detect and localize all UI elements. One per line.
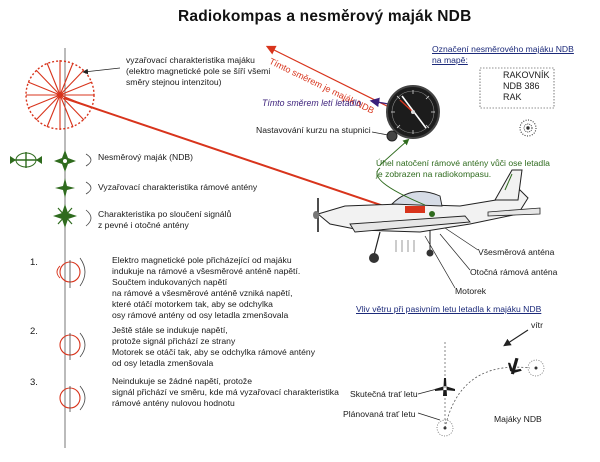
wind-drift-diagram [435, 329, 545, 437]
step3-line: Neindukuje se žádné napětí, protože [112, 376, 252, 386]
label-vyzarovaci-3: směry stejnou intenzitou) [126, 77, 222, 87]
step2-diagram [59, 332, 86, 360]
step1-number: 1. [30, 257, 38, 268]
step1-diagram [56, 257, 86, 288]
pointer-line [417, 388, 438, 395]
map-symbol-box [479, 67, 555, 137]
map-label-rakovnik: RAKOVNÍK [503, 70, 550, 80]
label-oznaceni: Označení nesměrového majáku NDB [432, 44, 574, 54]
label-oznaceni-2: na mapě: [432, 55, 468, 65]
step1-line: Součtem indukovaných napětí [112, 277, 228, 287]
combined-pattern [53, 204, 77, 228]
label-skutecna: Skutečná trať letu [350, 389, 418, 399]
pointer-line [424, 235, 456, 289]
loop-antenna-pattern-1 [54, 150, 76, 172]
label-nastavovani: Nastavování kurzu na stupnici [256, 125, 371, 135]
map-label-rak: RAK [503, 92, 522, 102]
pointer-line [371, 131, 389, 136]
label-vyzarovaci: vyzařovací charakteristika majáku [126, 55, 255, 65]
step3-diagram [59, 385, 86, 412]
arrow-to-compass [379, 138, 410, 166]
step1-line: Elektro magnetické pole přicházející od … [112, 255, 292, 265]
pointer-line [444, 227, 479, 251]
loop-antenna-pattern-2 [55, 178, 75, 198]
arrow-curve [85, 153, 92, 167]
step1-line: osy rámové antény od osy letadla zmenšov… [112, 310, 289, 320]
arrow-curve [85, 181, 92, 195]
arrow-curve [85, 209, 92, 227]
label-charakteristika: Charakteristika po sloučení signálů [98, 209, 232, 219]
aircraft-illustration [313, 169, 541, 263]
page-title: Radiokompas a nesměrový maják NDB [178, 8, 472, 25]
radiocompass-instrument [386, 85, 440, 142]
label-nesmerovy: Nesměrový maják (NDB) [98, 152, 194, 162]
ndb-beacon-symbol [10, 152, 42, 168]
label-majaky: Majáky NDB [494, 414, 542, 424]
label-uhel-2: je zobrazen na radiokompasu. [376, 169, 492, 179]
step2-line: od osy letadla zmenšovala [112, 358, 214, 368]
step3-line: rámové antény nulovou hodnotu [112, 398, 235, 408]
step2-number: 2. [30, 326, 38, 337]
step1-line: na rámové a všesměrové anténě vzniká nap… [112, 288, 293, 298]
step1-line: indukuje na rámové a všesměrové anténě n… [112, 266, 301, 276]
arrow-to-antenna [376, 167, 426, 206]
ndb-radiation-pattern [25, 60, 95, 130]
label-motorek: Motorek [455, 286, 487, 296]
step3-line: signál přichází ve směru, kde má vyzařov… [112, 387, 339, 397]
signal-beam [63, 97, 426, 221]
label-vyz-ramove: Vyzařovací charakteristika rámové antény [98, 182, 258, 192]
step1-line: které otáčí motorkem tak, aby se odchylk… [112, 299, 273, 309]
label-charakteristika-2: z pevné i otočné antény [98, 220, 189, 230]
step2-line: protože signál přichází ze strany [112, 336, 236, 346]
label-uhel: Úhel natočení rámové antény vůči ose let… [376, 158, 550, 168]
label-otocna: Otočná rámová anténa [470, 267, 558, 277]
label-vitr: vítr [531, 320, 543, 330]
label-vsesmerova: Všesměrová anténa [478, 247, 555, 257]
step2-line: Motorek se otáčí tak, aby se odchylka rá… [112, 347, 316, 357]
step2-line: Ještě stále se indukuje napětí, [112, 325, 228, 335]
label-vliv-vetru: Vliv větru při pasivním letu letadla k m… [356, 304, 542, 314]
label-planovana: Plánovaná trať letu [343, 409, 416, 419]
pointer-line [439, 233, 471, 271]
label-flight-direction: Tímto směrem letí letadlo [262, 98, 362, 108]
pointer-line [82, 67, 121, 75]
map-label-ndb: NDB 386 [503, 81, 540, 91]
step3-number: 3. [30, 377, 38, 388]
pointer-line [417, 412, 441, 421]
label-vyzarovaci-2: (elektro magnetické pole se šíří všemi [126, 66, 271, 76]
